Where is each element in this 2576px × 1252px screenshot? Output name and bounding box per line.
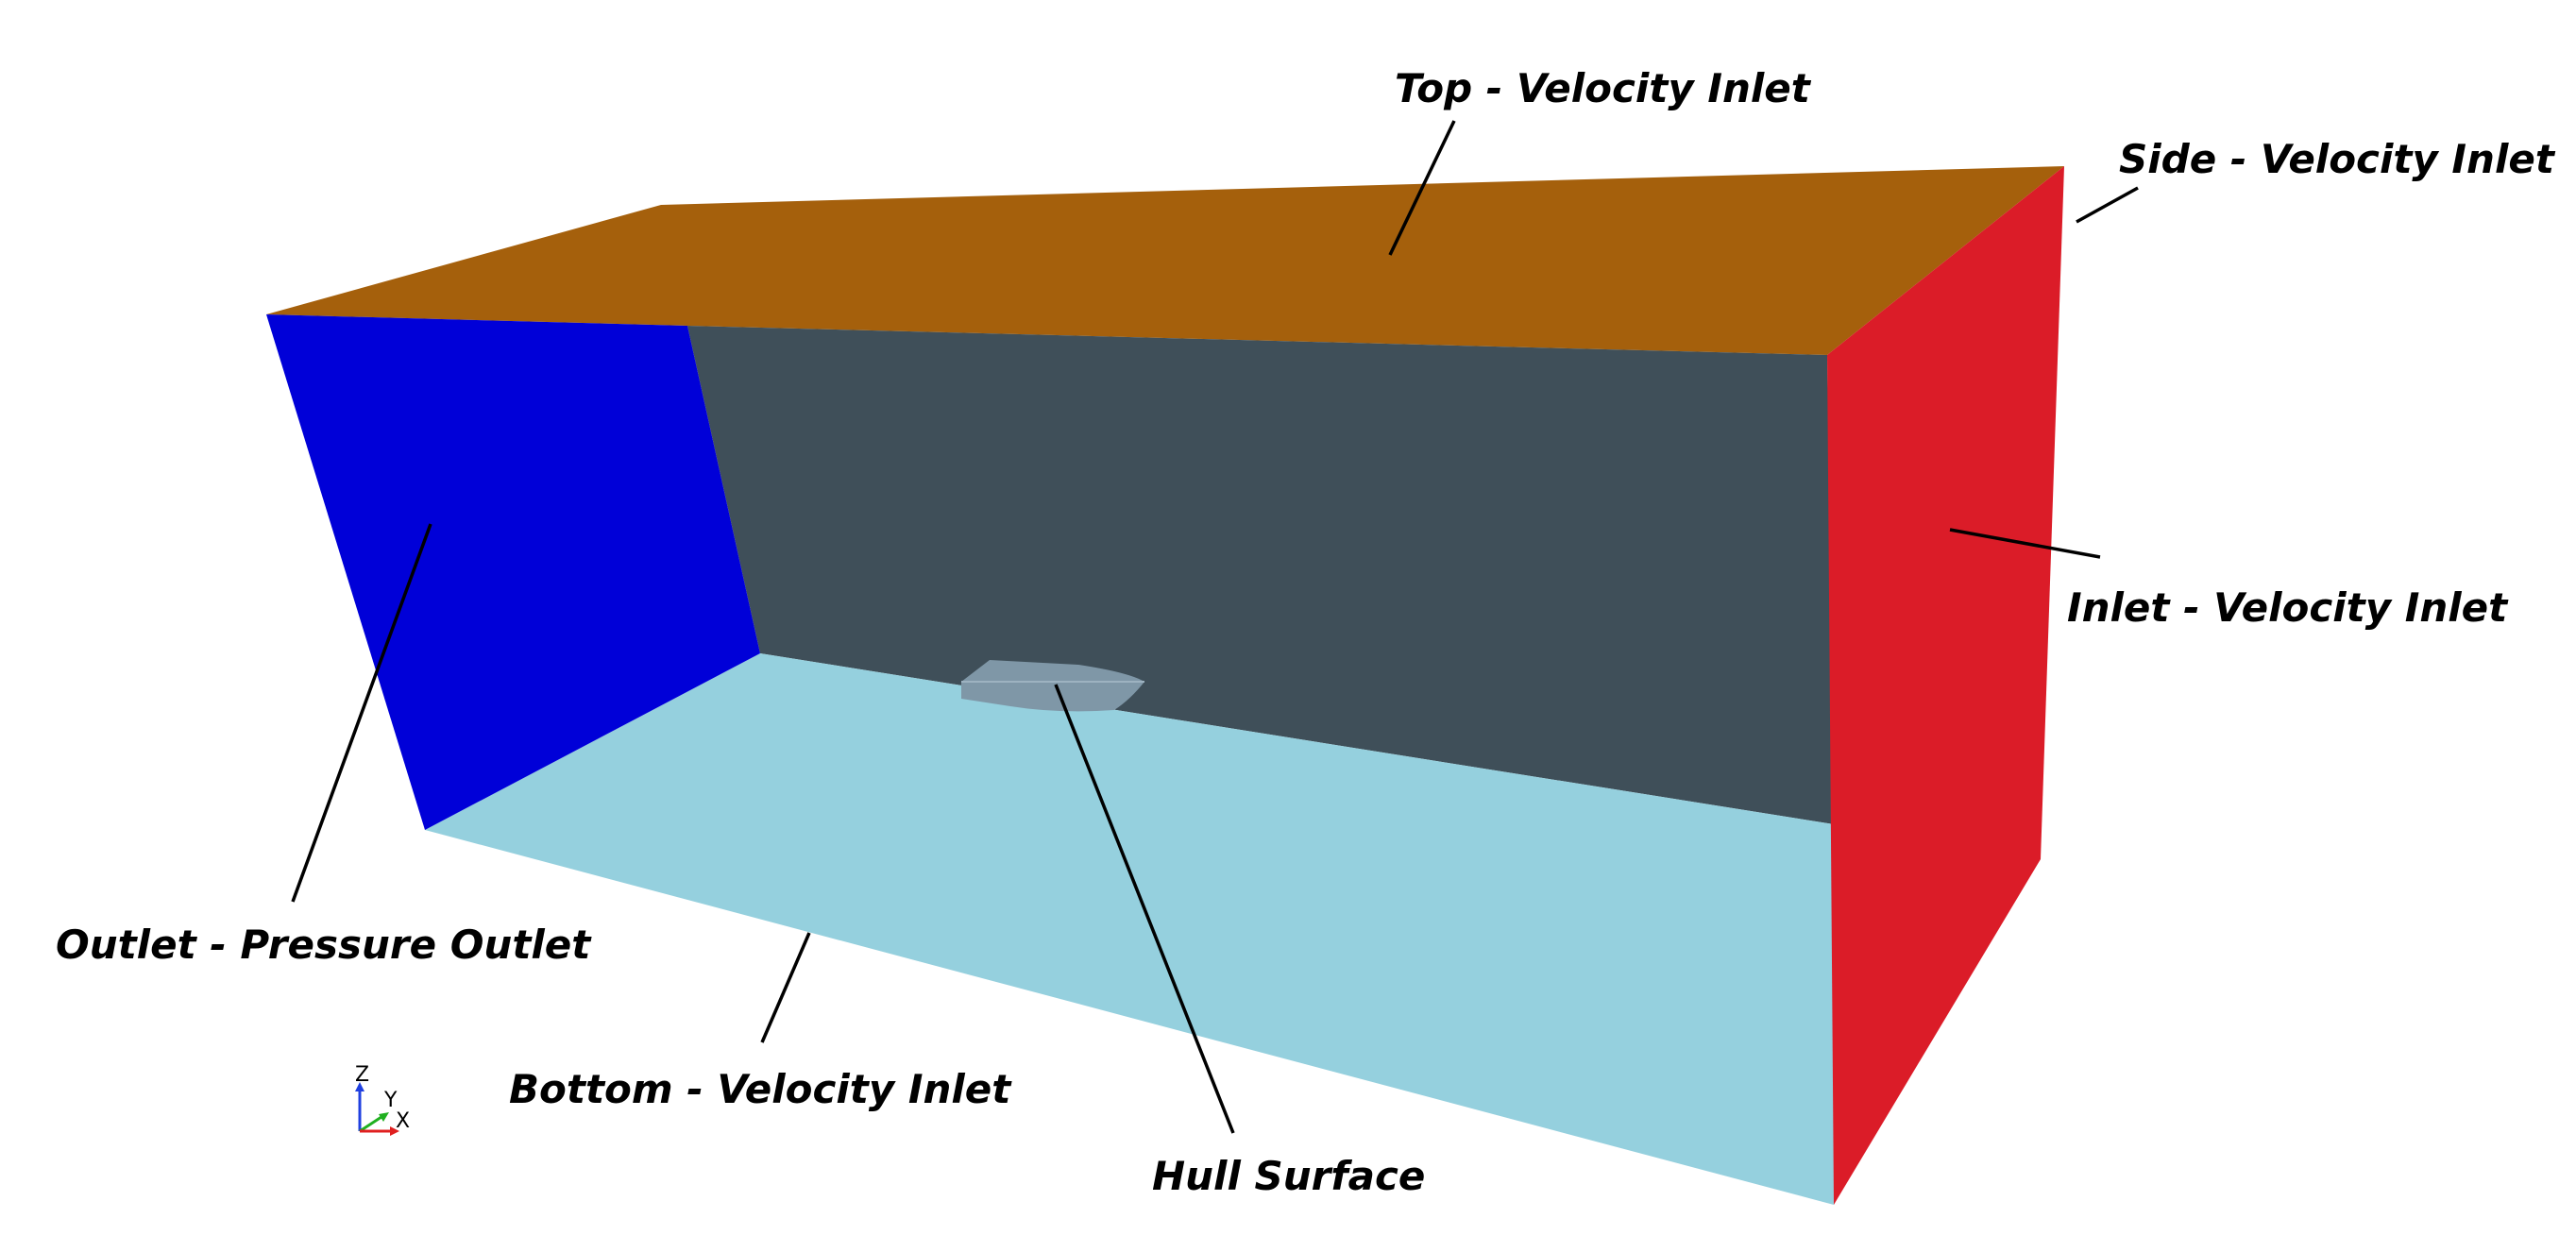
label-top: Top - Velocity Inlet	[1395, 65, 1812, 111]
top-face	[266, 166, 2064, 355]
label-bottom: Bottom - Velocity Inlet	[509, 1066, 1012, 1112]
back-wall	[687, 326, 1834, 824]
leader-line-inlet	[1949, 528, 2101, 559]
axis-triad: Z Y X	[355, 1063, 410, 1136]
axis-y-arrow	[379, 1112, 389, 1122]
axis-y-line	[359, 1113, 385, 1133]
label-inlet: Inlet - Velocity Inlet	[2067, 584, 2509, 631]
axis-z-label: Z	[355, 1063, 369, 1087]
label-hull: Hull Surface	[1152, 1153, 1425, 1199]
inlet-face	[1827, 166, 2064, 1205]
leader-line-outlet	[291, 523, 432, 903]
label-outlet: Outlet - Pressure Outlet	[56, 922, 592, 968]
axis-y-label: Y	[383, 1089, 398, 1112]
outlet-face	[266, 314, 760, 830]
axis-x-arrow	[390, 1126, 399, 1136]
bottom-face	[425, 653, 1834, 1205]
leader-line-bottom	[760, 932, 811, 1043]
leader-line-hull	[1054, 684, 1235, 1134]
label-side: Side - Velocity Inlet	[2119, 136, 2556, 182]
hull-shape	[961, 660, 1144, 712]
axis-z-arrow	[355, 1082, 364, 1091]
axis-x-label: X	[396, 1109, 410, 1133]
leader-line-side	[2076, 186, 2139, 224]
leader-line-top	[1388, 120, 1456, 256]
